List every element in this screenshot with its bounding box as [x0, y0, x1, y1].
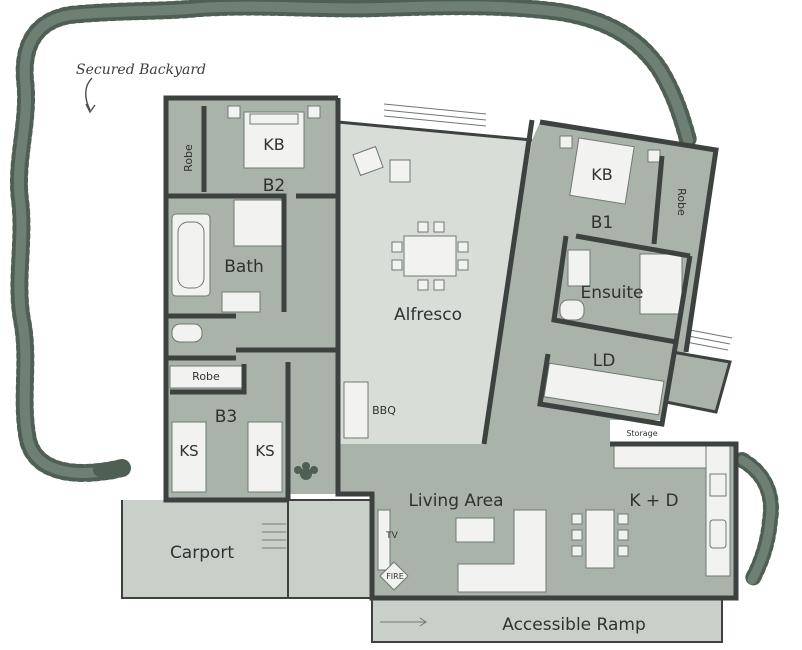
bath-label: Bath [224, 257, 264, 277]
chair-2 [433, 221, 445, 233]
secured-backyard-label: Secured Backyard [76, 62, 206, 78]
sofa [457, 509, 547, 593]
living-area-label: Living Area [408, 491, 503, 511]
carport-label: Carport [170, 543, 234, 563]
tv-label: TV [385, 531, 398, 541]
ramp-arrowhead [419, 617, 427, 627]
shower [233, 199, 285, 247]
alfresco-top [337, 120, 533, 142]
b2-robe-label: Robe [182, 144, 195, 172]
deck-step-2 [383, 109, 487, 121]
alfresco-label: Alfresco [394, 305, 462, 325]
chair-5 [391, 241, 403, 253]
b1-bed-label: KB [591, 165, 612, 184]
b1-robe-label: Robe [675, 188, 688, 216]
ld-annex-floor [666, 352, 730, 412]
b2-bath-wall [166, 193, 287, 312]
lounge-chair-2 [389, 159, 411, 183]
ensuite-wall [551, 235, 693, 345]
chair-3 [417, 279, 429, 291]
fire-label: FIRE [386, 572, 404, 581]
b1-robe-wall [651, 155, 665, 245]
east-inner-wall [481, 119, 535, 445]
coffee-table [455, 517, 495, 543]
kitchen-sink [709, 519, 727, 549]
storage-label: Storage [626, 429, 657, 438]
tv-cabinet [377, 509, 391, 571]
chair-1 [417, 221, 429, 233]
hedge-border [9, 0, 779, 588]
b3-label: B3 [215, 407, 237, 427]
ld-wall [537, 341, 679, 427]
porch-floor [288, 500, 372, 598]
kitchen-bench-right [705, 445, 731, 577]
cooktop [709, 473, 727, 497]
room-labels: KB B2 Robe Bath Robe B3 KS KS Alfresco B… [170, 135, 688, 635]
bath-inner [177, 221, 205, 289]
b1-side-right [647, 149, 661, 163]
dining-chair-4 [617, 513, 629, 525]
b2-pillow [249, 113, 299, 125]
kd-label: K + D [629, 491, 678, 511]
fireplace [379, 561, 409, 591]
b3-robe-wall [170, 364, 247, 395]
bath-vanity [221, 291, 261, 313]
deck-step-3 [383, 115, 487, 127]
walls [121, 95, 739, 643]
b1-side-left [559, 135, 573, 149]
b3-bed-right [247, 421, 283, 493]
kitchen-bench-top [613, 445, 709, 469]
annex-step-2 [687, 335, 731, 345]
ensuite-vanity [567, 249, 591, 287]
ld-label: LD [593, 351, 616, 371]
alfresco-table [403, 235, 457, 277]
b3-bed-right-label: KS [255, 442, 274, 460]
b2-side-table-right [307, 105, 321, 119]
annotation-arrow [85, 77, 93, 111]
dining-chair-6 [617, 545, 629, 557]
east-wing-outer-wall [539, 119, 719, 353]
carport-outline [121, 500, 372, 599]
b3-robe-label: Robe [192, 370, 220, 383]
furniture [169, 103, 733, 627]
carport-floor [122, 500, 288, 598]
chair-4 [433, 279, 445, 291]
bbq-label: BBQ [372, 404, 396, 417]
chair-6 [391, 259, 403, 271]
annotation-arrowhead [85, 103, 96, 114]
dining-chair-2 [571, 529, 583, 541]
lounge-chair-1 [352, 145, 384, 177]
dining-chair-5 [617, 529, 629, 541]
b1-bottom-wall [575, 233, 691, 259]
b3-bed-left-label: KS [179, 442, 198, 460]
b2-label: B2 [263, 176, 285, 196]
ensuite-shower [639, 253, 683, 315]
accessible-ramp-label: Accessible Ramp [502, 615, 646, 635]
chair-8 [457, 259, 469, 271]
annex-step-3 [685, 341, 729, 351]
ensuite-label: Ensuite [581, 283, 644, 303]
dining-chair-1 [571, 513, 583, 525]
dining-table [585, 509, 615, 569]
toilet-west [171, 323, 203, 343]
b1-label: B1 [591, 213, 613, 233]
b3-bed-left [171, 421, 207, 493]
dining-chair-3 [571, 545, 583, 557]
plant-icon [294, 462, 318, 480]
annex-wall [665, 350, 732, 414]
chair-7 [457, 241, 469, 253]
ramp-floor [372, 598, 722, 642]
ld-bench [543, 362, 665, 416]
deck-step-1 [383, 103, 487, 115]
east-wing-floor [338, 122, 736, 598]
b1-bed [569, 137, 635, 205]
b2-bed-label: KB [263, 135, 284, 154]
bbq-unit [343, 381, 369, 439]
annex-step-1 [689, 329, 733, 339]
west-wing-outer-wall [163, 95, 338, 503]
ensuite-toilet [559, 299, 585, 321]
b2-side-table-left [227, 105, 241, 119]
ramp-outline [371, 598, 723, 643]
